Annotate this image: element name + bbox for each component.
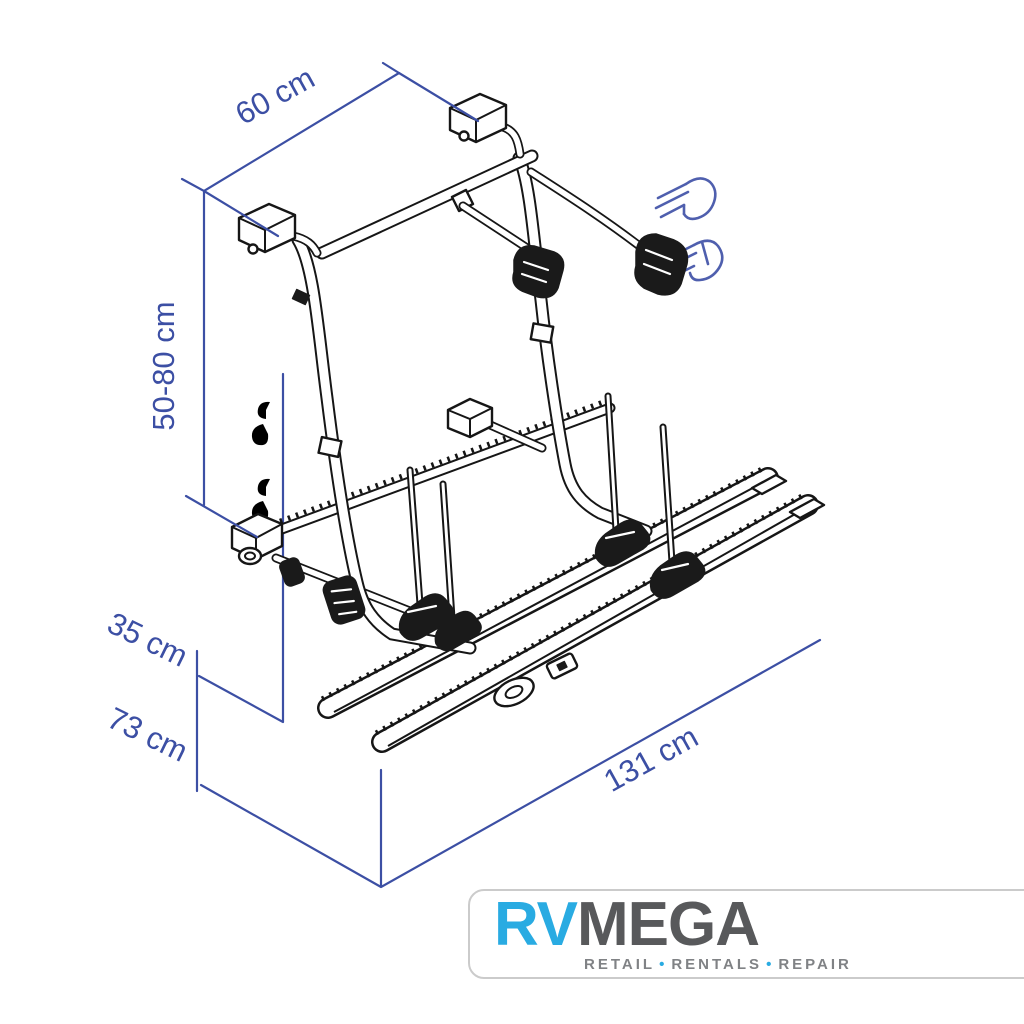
- dimension-label-depth: 73 cm: [102, 700, 193, 768]
- rvmega-logo: RVMEGA: [494, 894, 1024, 956]
- tube-collar-right: [529, 322, 555, 344]
- tagline-word-rentals: RENTALS: [671, 956, 763, 973]
- wall-bracket-upper-left: [237, 202, 297, 255]
- wheel-holders: [390, 392, 711, 655]
- tube-clip: [291, 288, 311, 306]
- tagline-separator-dot: •: [766, 956, 775, 973]
- bike-frame-clamp-outer: [634, 233, 689, 296]
- tagline-word-repair: REPAIR: [778, 956, 852, 973]
- frame-grip-pad-left: [322, 575, 366, 625]
- dimension-labels: 60 cm 50-80 cm 35 cm 73 cm 131 cm: [102, 60, 704, 799]
- front-bike-rail: [371, 493, 826, 753]
- tagline-separator-dot: •: [659, 956, 668, 973]
- rail-latch: [545, 652, 579, 680]
- dimension-lines: [180, 61, 822, 889]
- logo-text-rv: RV: [494, 890, 578, 959]
- logo-tagline: RETAIL•RENTALS•REPAIR: [584, 956, 1024, 973]
- wall-bracket-lower-right: [446, 397, 547, 453]
- dimension-label-platform-height: 35 cm: [102, 605, 193, 673]
- dimension-label-height-range: 50-80 cm: [146, 301, 181, 430]
- rear-bike-rail: [317, 466, 788, 719]
- tube-collar-left: [317, 435, 343, 459]
- rail-end-roller: [493, 676, 535, 708]
- rear-mount-bar: [246, 398, 616, 546]
- logo-text-mega: MEGA: [577, 890, 760, 959]
- dimension-label-length: 131 cm: [598, 719, 704, 799]
- dimension-extension-lines: [184, 71, 480, 539]
- rvmega-logo-card: RVMEGA RETAIL•RENTALS•REPAIR: [468, 889, 1024, 979]
- locking-knob-part-top: [654, 177, 717, 221]
- dimension-label-width: 60 cm: [230, 60, 321, 132]
- frame-tubes: [288, 122, 653, 655]
- frame-grip-pad-small: [279, 557, 305, 587]
- carrier-line-art: [230, 92, 826, 753]
- tagline-word-retail: RETAIL: [584, 956, 656, 973]
- wall-bracket-upper-right: [448, 92, 508, 144]
- bike-frame-clamp-mid: [512, 245, 565, 299]
